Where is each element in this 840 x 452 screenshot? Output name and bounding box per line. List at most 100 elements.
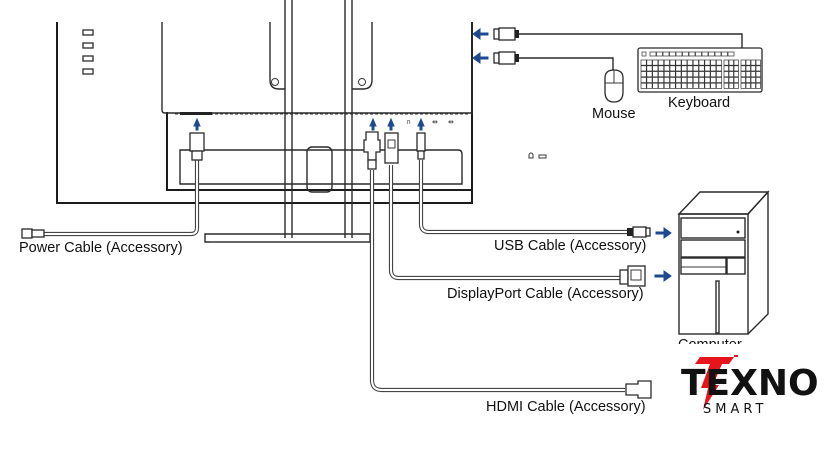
keyboard-key — [750, 82, 756, 89]
keyboard-key — [716, 59, 723, 66]
keyboard-key — [640, 82, 647, 89]
arrow-right-icon — [654, 270, 672, 282]
keyboard-key — [692, 59, 699, 66]
keyboard-key — [675, 77, 682, 83]
keyboard-key — [710, 59, 717, 66]
keyboard-key — [728, 65, 734, 72]
keyboard-key — [728, 82, 734, 89]
mouse-icon — [604, 69, 624, 103]
keyboard-key — [755, 77, 761, 83]
keyboard-label: Keyboard — [668, 95, 730, 111]
keyboard-key — [646, 65, 653, 72]
keyboard-key — [745, 65, 751, 72]
keyboard-key — [692, 82, 699, 89]
keyboard-key — [675, 51, 683, 57]
keyboard-key — [704, 71, 711, 78]
keyboard-key — [669, 77, 676, 83]
keyboard-key — [656, 51, 663, 57]
keyboard-key — [750, 59, 756, 66]
keyboard-key — [692, 65, 699, 72]
keyboard-key — [692, 71, 699, 78]
keyboard-key — [652, 71, 659, 78]
mouse-label: Mouse — [592, 106, 636, 122]
keyboard-key — [733, 71, 739, 78]
keyboard-usb-cable — [472, 27, 743, 48]
computer-tower-icon — [677, 190, 770, 335]
keyboard-key — [687, 82, 694, 89]
keyboard-key — [716, 82, 723, 89]
keyboard-key — [698, 77, 705, 83]
keyboard-key — [681, 59, 688, 66]
kensington-lock-icon — [528, 152, 534, 159]
keyboard-key — [708, 51, 715, 57]
hdmi-cable — [363, 117, 652, 399]
headphone-port-icon: ∩ — [406, 118, 411, 126]
keyboard-key — [704, 82, 711, 89]
keyboard-key — [710, 82, 717, 89]
keyboard-key — [646, 59, 653, 66]
usb-port-icon: ⇹ — [432, 118, 438, 126]
keyboard-key — [733, 82, 739, 89]
keyboard-key — [652, 59, 659, 66]
keyboard-key — [698, 71, 705, 78]
keyboard-key — [692, 77, 699, 83]
keyboard-key — [641, 51, 647, 57]
keyboard-key — [681, 71, 688, 78]
keyboard-key — [710, 77, 717, 83]
keyboard-key — [640, 65, 647, 72]
logo-sub: SMART — [703, 402, 767, 417]
usb-cable-label: USB Cable (Accessory) — [494, 238, 646, 254]
keyboard-key — [663, 77, 670, 83]
mouse-usb-cable — [472, 51, 614, 72]
usb-cable — [416, 117, 672, 239]
keyboard-key — [640, 71, 647, 78]
hdmi-cable-label: HDMI Cable (Accessory) — [486, 399, 646, 415]
keyboard-key — [675, 71, 682, 78]
keyboard-key — [733, 77, 739, 83]
keyboard-key — [727, 51, 735, 57]
keyboard-key — [682, 51, 689, 57]
keyboard-key — [669, 82, 676, 89]
keyboard-key — [704, 77, 711, 83]
keyboard-key — [658, 71, 665, 78]
keyboard-key — [658, 65, 665, 72]
keyboard-key — [755, 82, 761, 89]
keyboard-key — [750, 71, 756, 78]
keyboard-key — [733, 59, 739, 66]
arrow-left-icon — [472, 52, 489, 64]
vent-slots — [82, 29, 94, 75]
keyboard-key — [721, 51, 728, 57]
keyboard-key — [658, 59, 665, 66]
keyboard-key — [675, 82, 682, 89]
keyboard-key — [750, 77, 756, 83]
keyboard-key — [750, 65, 756, 72]
keyboard-key — [723, 65, 729, 72]
keyboard-key — [649, 51, 657, 57]
keyboard-key — [658, 82, 665, 89]
keyboard-key — [698, 65, 705, 72]
power-cable — [21, 117, 205, 239]
displayport-cable-label: DisplayPort Cable (Accessory) — [447, 286, 644, 302]
monitor-rear — [56, 22, 547, 204]
keyboard-key — [675, 65, 682, 72]
keyboard-icon — [637, 47, 763, 93]
keyboard-key — [669, 71, 676, 78]
keyboard-key — [646, 82, 653, 89]
keyboard-key — [687, 77, 694, 83]
keyboard-key — [714, 51, 722, 57]
keyboard-key — [687, 71, 694, 78]
keyboard-key — [740, 71, 746, 78]
keyboard-key — [710, 65, 717, 72]
keyboard-key — [640, 59, 647, 66]
keyboard-key — [658, 77, 665, 83]
keyboard-key — [681, 82, 688, 89]
keyboard-key — [723, 77, 729, 83]
arrow-left-icon — [472, 28, 489, 40]
keyboard-key — [640, 77, 647, 83]
arrow-right-icon — [655, 227, 672, 239]
keyboard-key — [710, 71, 717, 78]
keyboard-key — [755, 71, 761, 78]
keyboard-key — [728, 77, 734, 83]
keyboard-key — [646, 77, 653, 83]
